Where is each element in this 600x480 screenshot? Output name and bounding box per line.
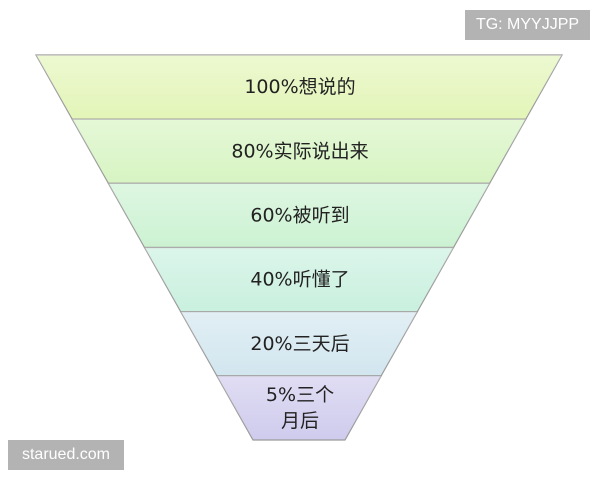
funnel-layer-label-2: 80%实际说出来 — [231, 140, 368, 162]
funnel-layer-shine-6 — [216, 375, 382, 440]
funnel-layer-label-3: 60%被听到 — [250, 204, 349, 226]
funnel-layer-label-6-line-1: 5%三个 — [266, 384, 334, 406]
funnel-layer-shine-4 — [144, 247, 454, 312]
funnel-layer-shine-5 — [180, 311, 418, 376]
funnel-layer-label-4: 40%听懂了 — [250, 269, 349, 291]
funnel-layer-label-6-line-2: 月后 — [281, 410, 319, 432]
funnel-layer-shine-1 — [36, 55, 562, 120]
watermark-site: starued.com — [8, 440, 124, 470]
funnel-layer-label-1: 100%想说的 — [244, 76, 355, 98]
funnel-layer-shine-3 — [108, 183, 490, 248]
funnel-layer-label-5: 20%三天后 — [250, 333, 349, 355]
funnel-layer-shine-2 — [72, 119, 526, 184]
watermark-telegram: TG: MYYJJPP — [465, 10, 590, 40]
